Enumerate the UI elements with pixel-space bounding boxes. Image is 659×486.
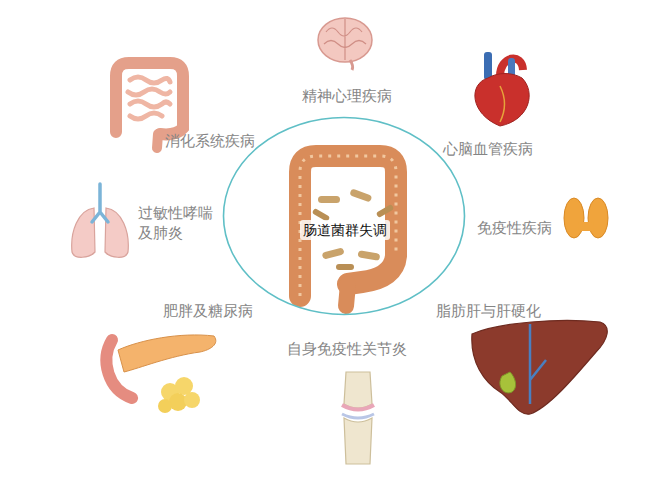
fat-cell — [158, 399, 172, 413]
bacterium — [376, 204, 395, 218]
heart-coronary — [500, 86, 505, 122]
brain-stem — [350, 60, 353, 70]
tibia — [344, 418, 372, 464]
cartilage — [342, 405, 374, 410]
thyroid-lobe — [564, 198, 584, 238]
gallbladder — [500, 372, 516, 393]
cartilage — [342, 414, 374, 418]
brain-illustration — [318, 18, 372, 70]
disease-label: 消化系统疾病 — [165, 131, 255, 151]
thyroid-lobe — [588, 198, 608, 238]
colon-haustra — [300, 156, 396, 296]
central-colon-illustration — [300, 156, 396, 306]
brain-shape — [318, 18, 372, 62]
heart-vein — [484, 52, 492, 80]
liver-illustration — [472, 321, 607, 415]
trachea — [92, 184, 108, 222]
disease-label: 自身免疫性关节炎 — [287, 339, 407, 359]
liver — [472, 321, 607, 415]
right-lung — [105, 208, 128, 257]
disease-label: 心脑血管疾病 — [443, 139, 533, 159]
bacterium — [336, 264, 354, 270]
thyroid-illustration — [564, 198, 608, 238]
central-ellipse: 肠道菌群失调 — [222, 116, 466, 316]
colon — [300, 156, 396, 296]
thyroid-isthmus — [578, 222, 594, 231]
bacterium — [357, 250, 380, 261]
heart-illustration — [475, 52, 529, 126]
disease-label: 过敏性哮喘 及肺炎 — [138, 203, 219, 244]
node-title: 肠道菌群失调 — [300, 220, 390, 240]
rectum — [346, 284, 348, 306]
ellipse-outline — [222, 116, 466, 316]
pancreas-illustration — [106, 335, 215, 413]
fat-cell — [184, 392, 200, 408]
knee-illustration — [342, 372, 374, 464]
colon-frame — [116, 63, 183, 134]
brain-folds — [324, 19, 366, 60]
disease-label: 精神心理疾病 — [302, 86, 392, 106]
pancreas — [118, 335, 216, 372]
disease-label: 肥胖及糖尿病 — [163, 301, 253, 321]
ellipse-border — [224, 118, 465, 315]
lungs-illustration — [72, 184, 129, 257]
heart-body — [475, 74, 529, 127]
bacterium — [322, 247, 345, 259]
femur — [344, 372, 372, 408]
bacterium — [349, 188, 372, 202]
disease-label: 脂肪肝与肝硬化 — [436, 301, 541, 321]
rectum — [157, 134, 158, 148]
liver-vessels — [530, 324, 546, 404]
disease-label: 免疫性疾病 — [477, 218, 552, 238]
left-lung — [72, 208, 95, 257]
bacterium — [318, 196, 340, 203]
small-intestine — [128, 77, 170, 119]
